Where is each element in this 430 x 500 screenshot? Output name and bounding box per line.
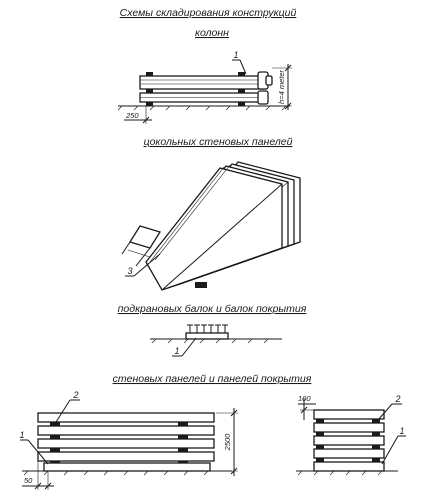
roof-panels-right-callout-2: 2 xyxy=(394,394,400,404)
roof-panels-right-stack xyxy=(296,403,406,476)
wall-panels-height-dimension xyxy=(216,408,238,476)
crane-beams-caption: подкрановых балок и балок покрытия xyxy=(118,303,307,315)
plinth-panels-caption: цокольных стеновых панелей xyxy=(144,136,293,148)
wall-panels-height-label: 2500 xyxy=(223,433,232,452)
wall-panels-left-stack xyxy=(20,399,232,476)
columns-stack xyxy=(117,59,290,111)
diagram-title: Схемы складирования конструкций xyxy=(120,7,297,19)
wall-roof-panels-caption: стеновых панелей и панелей покрытия xyxy=(113,373,312,385)
plinth-panels-callout-3: 3 xyxy=(127,266,132,276)
roof-panels-gap-label: 100 xyxy=(298,394,311,403)
columns-offset-label: 250 xyxy=(125,111,139,120)
roof-panels-right-callout-1: 1 xyxy=(399,426,404,436)
wall-panels-left-callout-2: 2 xyxy=(72,390,78,400)
columns-height-label: h=4 meter xyxy=(277,70,286,104)
wall-panels-left-callout-1: 1 xyxy=(19,430,24,440)
columns-callout-1: 1 xyxy=(233,50,238,60)
crane-beams-callout-1: 1 xyxy=(174,346,179,356)
columns-height-dimension xyxy=(272,64,292,110)
plinth-panels-stack xyxy=(121,161,301,291)
wall-panels-offset-dimension xyxy=(22,461,54,490)
columns-offset-dimension xyxy=(124,106,152,124)
columns-caption: колонн xyxy=(195,27,229,39)
roof-panels-gap-dimension xyxy=(298,398,316,420)
crane-beams-stack xyxy=(150,324,282,357)
wall-panels-offset-label: 50 xyxy=(24,476,33,485)
